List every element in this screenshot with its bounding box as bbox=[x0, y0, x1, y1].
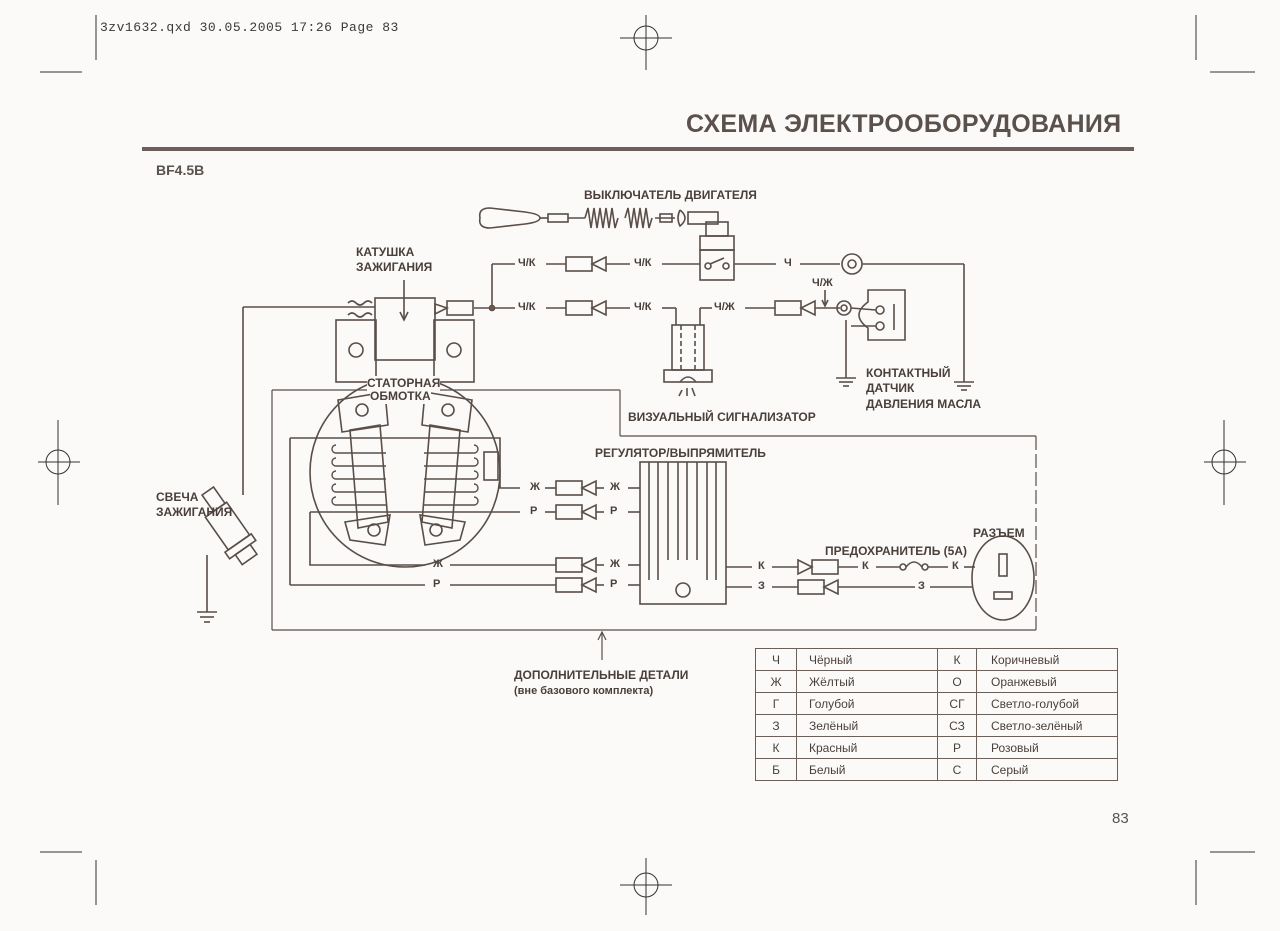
wire-label: К bbox=[862, 560, 869, 572]
optional-parts-label: ДОПОЛНИТЕЛЬНЫЕ ДЕТАЛИ bbox=[514, 668, 689, 682]
legend-code-2: Р bbox=[937, 736, 977, 759]
wire-label: Р bbox=[530, 505, 538, 517]
legend-name: Белый bbox=[796, 758, 938, 781]
model-label: BF4.5B bbox=[156, 162, 205, 178]
wire-label: Ж bbox=[433, 558, 443, 570]
engine-stop-lanyard bbox=[478, 207, 719, 229]
wire-label: З bbox=[758, 580, 765, 592]
output-connector bbox=[971, 535, 1035, 621]
ignition-coil bbox=[242, 280, 475, 490]
legend-code-2: К bbox=[937, 648, 977, 671]
legend-code: Ж bbox=[755, 670, 797, 693]
legend-name: Голубой bbox=[796, 692, 938, 715]
oil-sensor-label-1: КОНТАКТНЫЙ bbox=[866, 366, 951, 380]
ignition-coil-label-2: ЗАЖИГАНИЯ bbox=[356, 260, 433, 274]
wire-label: Ч/К bbox=[518, 301, 536, 313]
legend-code-2: СГ bbox=[937, 692, 977, 715]
regulator-rectifier bbox=[639, 461, 975, 605]
wire-label: Ч/Ж bbox=[714, 301, 735, 313]
legend-name: Зелёный bbox=[796, 714, 938, 737]
connector-label: РАЗЪЕМ bbox=[973, 526, 1025, 540]
file-slug: 3zv1632.qxd 30.05.2005 17:26 Page 83 bbox=[100, 20, 399, 35]
title-rule bbox=[142, 147, 1134, 151]
wire-label: Ч/К bbox=[634, 301, 652, 313]
ignition-coil-label-1: КАТУШКА bbox=[356, 245, 415, 259]
stator-winding bbox=[309, 376, 501, 568]
legend-name-2: Оранжевый bbox=[976, 670, 1118, 693]
wire-label: Ж bbox=[530, 481, 540, 493]
regulator-label: РЕГУЛЯТОР/ВЫПРЯМИТЕЛЬ bbox=[595, 446, 766, 460]
legend-code-2: С bbox=[937, 758, 977, 781]
optional-parts-boundary bbox=[271, 389, 1037, 660]
legend-name-2: Светло-голубой bbox=[976, 692, 1118, 715]
legend-code-2: СЗ bbox=[937, 714, 977, 737]
legend-name: Жёлтый bbox=[796, 670, 938, 693]
wire-label: З bbox=[918, 580, 925, 592]
fuse-label: ПРЕДОХРАНИТЕЛЬ (5А) bbox=[825, 544, 968, 558]
wire-label: Р bbox=[433, 578, 441, 590]
wire-label: Ч/К bbox=[518, 257, 536, 269]
wire-row-top bbox=[491, 253, 974, 391]
legend-name-2: Серый bbox=[976, 758, 1118, 781]
legend-code: З bbox=[755, 714, 797, 737]
wire-label: Ж bbox=[610, 481, 620, 493]
legend-name: Красный bbox=[796, 736, 938, 759]
visual-indicator-lamp bbox=[663, 324, 713, 397]
legend-code: Г bbox=[755, 692, 797, 715]
wire-label: К bbox=[952, 560, 959, 572]
legend-code: К bbox=[755, 736, 797, 759]
spark-plug-label-2: ЗАЖИГАНИЯ bbox=[156, 505, 233, 519]
engine-switch-body bbox=[699, 221, 735, 281]
stator-label-1: СТАТОРНАЯ bbox=[367, 376, 441, 391]
legend-code-2: О bbox=[937, 670, 977, 693]
legend-name-2: Розовый bbox=[976, 736, 1118, 759]
legend-code: Б bbox=[755, 758, 797, 781]
oil-sensor-label-3: ДАВЛЕНИЯ МАСЛА bbox=[866, 397, 982, 411]
visual-indicator-label: ВИЗУАЛЬНЫЙ СИГНАЛИЗАТОР bbox=[628, 410, 816, 424]
wire-label: Р bbox=[610, 505, 618, 517]
oil-sensor-label-2: ДАТЧИК bbox=[866, 381, 915, 395]
wire-row-regulator bbox=[289, 437, 640, 594]
wire-label: Ч/К bbox=[634, 257, 652, 269]
oil-pressure-sensor bbox=[836, 289, 906, 387]
wire-row-mid bbox=[474, 290, 852, 325]
page-title: СХЕМА ЭЛЕКТРООБОРУДОВАНИЯ bbox=[686, 110, 1122, 138]
stator-label-2: ОБМОТКА bbox=[370, 389, 431, 404]
page-number: 83 bbox=[1112, 810, 1129, 827]
spark-plug-label-1: СВЕЧА bbox=[156, 490, 199, 504]
spark-plug bbox=[200, 485, 259, 566]
wire-label: Ч bbox=[784, 257, 792, 269]
optional-parts-sublabel: (вне базового комплекта) bbox=[514, 685, 654, 697]
wire-label: Р bbox=[610, 578, 618, 590]
engine-switch-label: ВЫКЛЮЧАТЕЛЬ ДВИГАТЕЛЯ bbox=[584, 188, 757, 202]
wire-label: К bbox=[758, 560, 765, 572]
legend-name-2: Светло-зелёный bbox=[976, 714, 1118, 737]
wire-label: Ч/Ж bbox=[812, 277, 833, 289]
spark-plug-ground bbox=[197, 490, 244, 623]
legend-name-2: Коричневый bbox=[976, 648, 1118, 671]
wire-label: Ж bbox=[610, 558, 620, 570]
registration-marks bbox=[38, 15, 1255, 915]
legend-code: Ч bbox=[755, 648, 797, 671]
legend-name: Чёрный bbox=[796, 648, 938, 671]
